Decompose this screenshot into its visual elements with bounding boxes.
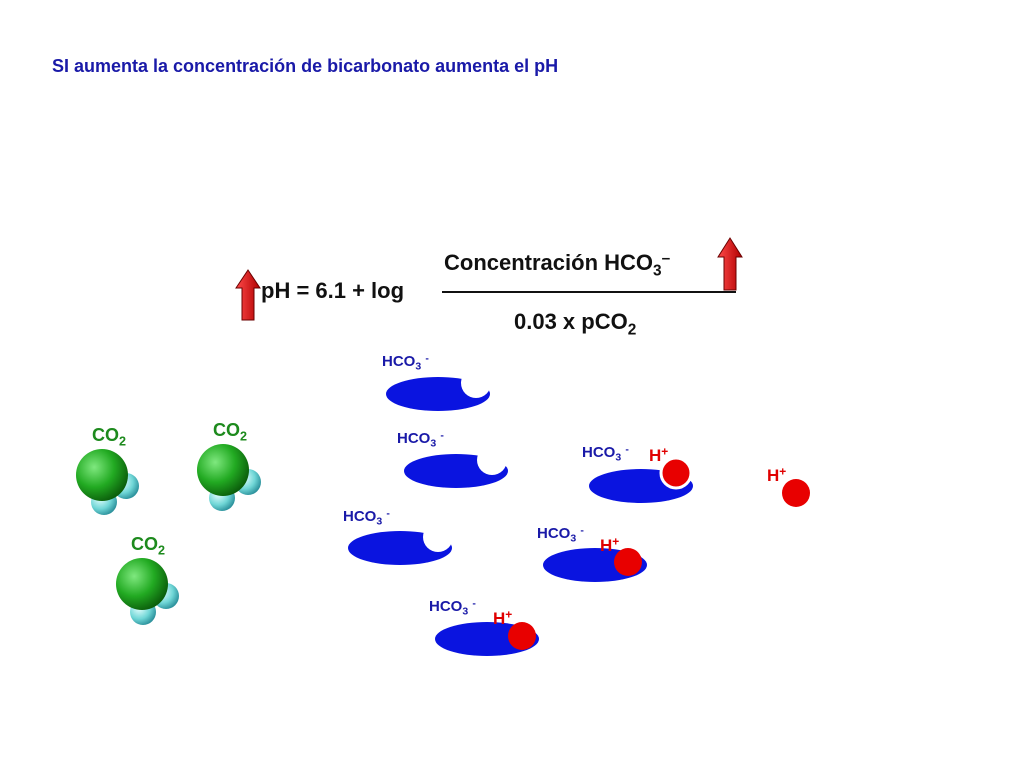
page-title: SI aumenta la concentración de bicarbona… — [52, 56, 559, 76]
co2-label: CO2 — [131, 534, 166, 558]
equation-numerator: Concentración HCO3– — [444, 250, 671, 280]
proton-label: H+ — [600, 534, 620, 555]
proton-label: H+ — [767, 464, 787, 485]
proton-icon — [614, 548, 642, 576]
co2-label: CO2 — [92, 425, 127, 449]
proton-icon — [659, 456, 693, 490]
bicarbonate-ion-icon — [404, 445, 508, 488]
proton-icon — [508, 622, 536, 650]
co2-molecule-icon — [197, 444, 261, 511]
hco3-label: HCO3 - — [537, 524, 584, 545]
hco3-label: HCO3 - — [343, 507, 390, 528]
hco3-up-arrow-icon — [717, 237, 743, 291]
proton-label: H+ — [649, 444, 669, 465]
equation-denominator: 0.03 x pCO2 — [514, 309, 637, 339]
hco3-label: HCO3 - — [382, 352, 429, 373]
bicarbonate-ion-icon — [348, 522, 453, 565]
hco3-label: HCO3 - — [429, 597, 476, 618]
co2-molecule-icon — [76, 449, 139, 515]
co2-molecule-icon — [116, 558, 179, 625]
co2-label: CO2 — [213, 420, 248, 444]
ph-up-arrow-icon — [235, 269, 261, 321]
proton-label: H+ — [493, 607, 513, 628]
hco3-label: HCO3 - — [397, 429, 444, 450]
proton-icon — [782, 479, 810, 507]
hco3-label: HCO3 - — [582, 443, 629, 464]
bicarbonate-ion-icon — [386, 368, 491, 411]
equation-left: pH = 6.1 + log — [261, 278, 405, 303]
